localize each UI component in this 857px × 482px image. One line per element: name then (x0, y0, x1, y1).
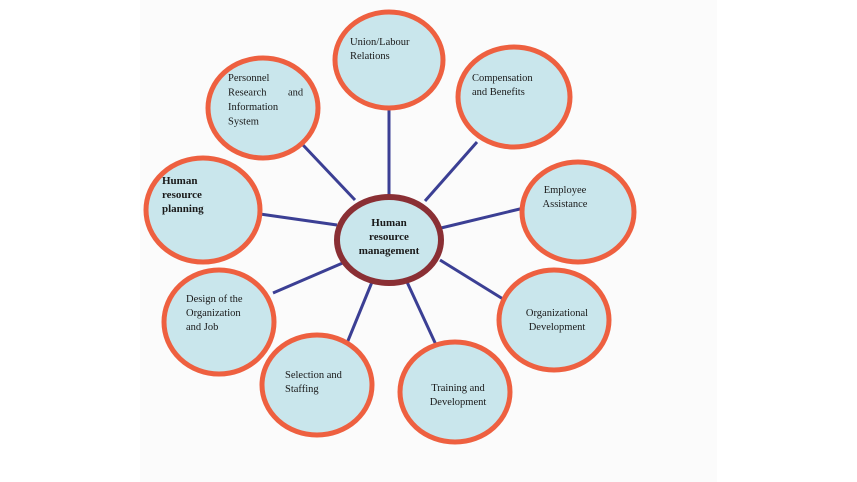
node-label-design-organization-job-line-2: Organization (186, 308, 241, 319)
node-label-organizational-development-line-1: Organizational (526, 308, 588, 319)
hub-circle (334, 194, 444, 286)
node-label-personnel-research-line-3: Information (228, 102, 279, 113)
node-label-personnel-research-line-4: System (228, 117, 259, 128)
node-hr-planning: Human resource planning (143, 155, 263, 265)
node-label-union-labour-relations-line-1: Union/Labour (350, 37, 410, 48)
node-label-hr-planning-line-1: Human (162, 175, 197, 187)
connector-compensation-benefits (423, 141, 479, 202)
connectors (259, 107, 525, 349)
node-circle-design-organization-job (161, 267, 277, 377)
node-label-compensation-benefits-line-1: Compensation (472, 73, 533, 84)
node-circle-union-labour-relations (332, 9, 446, 111)
connector-hr-planning (259, 212, 338, 227)
node-circle-selection-staffing (259, 332, 375, 438)
hub-label-line-3: management (359, 245, 420, 257)
node-label-design-organization-job-line-3: and Job (186, 322, 218, 333)
node-label-selection-staffing-line-1: Selection and (285, 370, 343, 381)
node-label-union-labour-relations-line-2: Relations (350, 51, 390, 62)
connector-employee-assistance (440, 206, 525, 230)
node-label-employee-assistance-line-2: Assistance (543, 199, 588, 210)
node-label-personnel-research-line-1: Personnel (228, 73, 269, 84)
node-circle-organizational-development (496, 267, 612, 373)
node-circle-compensation-benefits (455, 44, 573, 150)
node-circle-training-development (397, 339, 513, 445)
node-label-personnel-research-line-2: Research (228, 88, 267, 99)
connector-organizational-development (439, 258, 504, 301)
connector-personnel-research (301, 143, 357, 202)
node-compensation-benefits: Compensation and Benefits (455, 44, 573, 150)
node-label-personnel-research-line-2-b: and (288, 88, 304, 99)
node-label-selection-staffing-line-2: Staffing (285, 384, 319, 395)
node-circle-hr-planning (143, 155, 263, 265)
node-label-compensation-benefits-line-2: and Benefits (472, 87, 525, 98)
node-label-training-development-line-2: Development (430, 397, 487, 408)
hub: Human resource management (334, 194, 444, 286)
connector-selection-staffing (343, 281, 374, 349)
node-label-training-development-line-1: Training and (431, 383, 485, 394)
hub-label-line-2: resource (369, 231, 409, 243)
node-label-organizational-development-line-2: Development (529, 322, 586, 333)
connector-training-development (405, 281, 439, 348)
node-label-hr-planning-line-3: planning (162, 203, 204, 215)
node-label-hr-planning-line-2: resource (162, 189, 202, 201)
connector-design-organization-job (272, 260, 346, 295)
hub-label-line-1: Human (371, 217, 406, 229)
node-label-employee-assistance-line-1: Employee (544, 185, 587, 196)
node-circle-employee-assistance (519, 159, 637, 265)
node-label-design-organization-job-line-1: Design of the (186, 294, 243, 305)
node-circle-personnel-research (205, 55, 321, 161)
